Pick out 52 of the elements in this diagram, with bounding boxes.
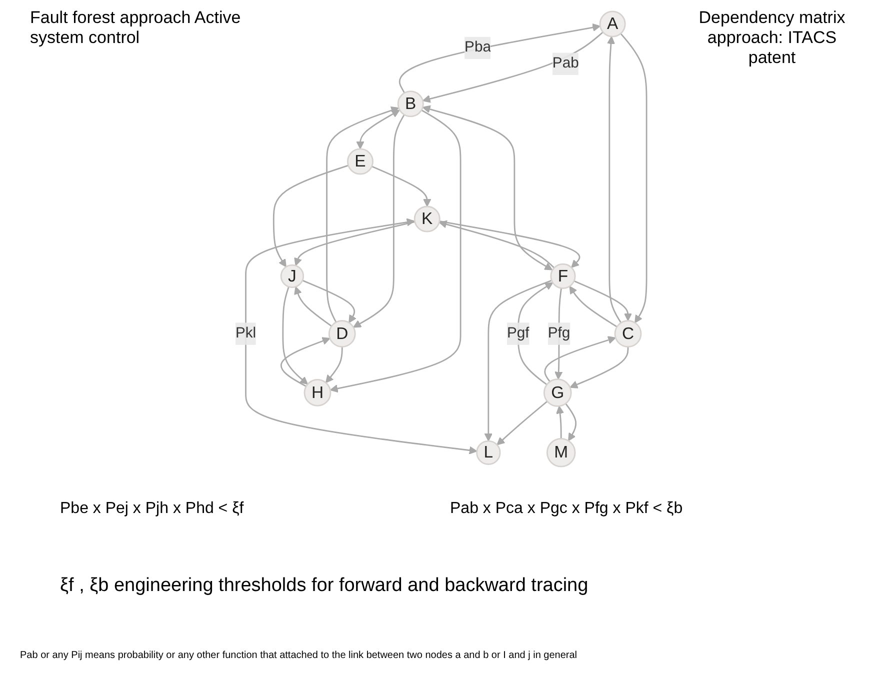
edge-label: Pgf [506,325,530,342]
node-circle: G [543,378,572,407]
arrow [280,337,330,387]
formula: Pbe x Pej x Pjh x Phd < ξf [60,500,244,518]
node-circle: F [550,263,576,289]
arrow [302,280,356,324]
node-circle: H [304,379,332,406]
arrow [606,36,622,324]
arrow [356,110,400,150]
arrow [484,280,552,442]
arrow [438,220,555,268]
node-circle: A [599,10,626,38]
arrow [282,286,308,385]
arrow [422,105,553,270]
heading: Fault forest approach Active system control [30,8,242,48]
node-circle: D [328,320,356,348]
arrow [398,23,601,94]
arrow [517,282,554,386]
footnote: Pab or any Pij means probability or any other function that attached to the link between two nodes a and b or I and j in general [20,650,578,661]
note: ξf , ξb engineering thresholds for forward and backward tracing [60,575,588,597]
node-circle: J [280,264,304,288]
arrow [326,106,400,323]
edge-label: Pba [464,40,491,56]
edge-label: Pkl [235,325,256,342]
arrow [371,166,432,207]
edge-label: Pab [552,56,579,72]
arrow [330,110,462,393]
arrow [570,346,629,388]
arrow [294,286,332,327]
arrow [272,164,349,268]
arrow [569,286,618,328]
arrow [544,336,616,382]
arrow [496,400,548,446]
arrow [620,33,648,324]
arrow [565,403,577,442]
heading: Dependency matrix approach: ITACS patent [698,8,846,68]
arrow [574,280,632,322]
node-circle: M [546,438,576,468]
node-circle: L [476,440,501,465]
arrow [325,346,343,384]
arrow [422,32,604,103]
node-circle: B [397,90,424,118]
edge-label: Pfg [548,325,570,342]
arrow [353,114,405,328]
node-circle: K [414,206,440,232]
arrow [556,406,564,439]
arrow [439,220,580,268]
node-circle: C [614,320,642,348]
arrow [245,218,478,454]
node-circle: E [347,148,374,175]
formula: Pab x Pca x Pgc x Pfg x Pkf < ξb [450,500,683,518]
arrow [294,221,416,266]
